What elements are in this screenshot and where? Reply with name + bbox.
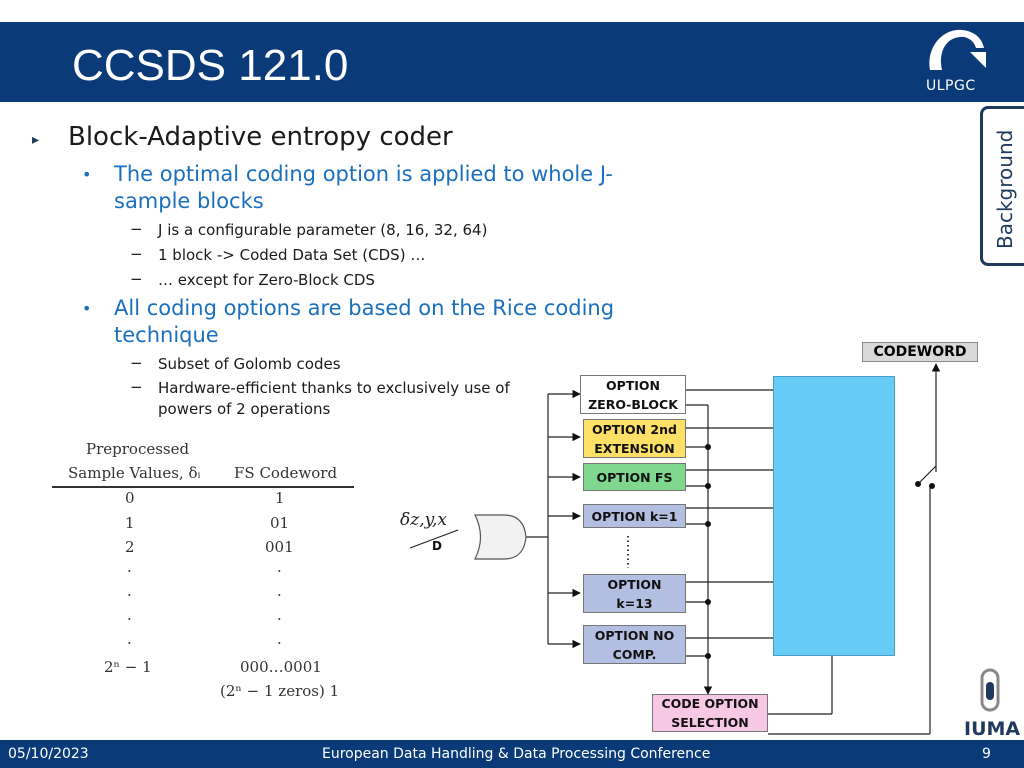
sub-bullet-marker: − — [130, 245, 143, 263]
table-cell: 0 — [125, 489, 135, 507]
sub-bullet-text: 1 block -> Coded Data Set (CDS) … — [158, 246, 426, 264]
sub-bullet-text: … except for Zero-Block CDS — [158, 271, 375, 289]
table-cell: 001 — [265, 538, 294, 556]
iuma-logo-text: IUMA — [964, 718, 1021, 740]
sub-bullet-text: powers of 2 operations — [158, 400, 331, 418]
codeword-output-label: CODEWORD — [862, 342, 978, 362]
option-box-zero-block: OPTION ZERO-BLOCK — [580, 375, 686, 414]
selection-label: CODE OPTION — [661, 696, 759, 711]
sub-bullet-text: Subset of Golomb codes — [158, 355, 341, 373]
level1-bullet-marker: ▸ — [32, 132, 40, 148]
table-cell: . — [127, 582, 132, 600]
option-label: OPTION — [607, 576, 662, 592]
table-cell: . — [277, 630, 282, 648]
bullet-marker: • — [82, 165, 92, 184]
bullet-line: The optimal coding option is applied to … — [114, 162, 613, 186]
option-label: OPTION FS — [596, 469, 673, 485]
table-column-header: FS Codeword — [234, 464, 338, 482]
footer-conference: European Data Handling & Data Processing… — [322, 746, 711, 762]
option-label: ZERO-BLOCK — [588, 396, 678, 412]
sub-bullet-text: J is a configurable parameter (8, 16, 32… — [158, 221, 488, 239]
table-cell-note: (2ⁿ − 1 zeros) 1 — [220, 682, 340, 700]
multiplexer-block — [773, 376, 895, 656]
table-cell: . — [277, 606, 282, 624]
table-cell: . — [127, 558, 132, 576]
table-column-header: Sample Values, δᵢ — [68, 464, 201, 482]
table-cell: . — [127, 630, 132, 648]
option-label: OPTION 2nd — [592, 421, 677, 437]
option-label: EXTENSION — [594, 440, 675, 456]
option-label: k=13 — [616, 595, 653, 611]
selection-label: SELECTION — [671, 715, 749, 730]
option-box-k1: OPTION k=1 — [583, 504, 686, 528]
input-symbol: δz,y,x — [400, 510, 447, 530]
table-cell: 000…0001 — [240, 658, 322, 676]
table-cell: 01 — [270, 514, 290, 532]
bullet-line: technique — [114, 323, 219, 347]
sub-bullet-text: Hardware-efficient thanks to exclusively… — [158, 379, 510, 397]
level1-bullet-text: Block-Adaptive entropy coder — [68, 122, 453, 152]
option-box-fs: OPTION FS — [583, 463, 686, 491]
table-cell: 2ⁿ − 1 — [104, 658, 152, 676]
option-label: OPTION NO — [594, 627, 675, 643]
input-bus-width: D — [432, 539, 442, 553]
option-box-no-comp: OPTION NO COMP. — [583, 625, 686, 664]
bullet-line: sample blocks — [114, 189, 264, 213]
title-bar — [0, 22, 1024, 102]
table-rule — [52, 486, 354, 488]
section-tab-label: Background — [993, 129, 1017, 249]
bullet-line: All coding options are based on the Rice… — [114, 296, 615, 320]
section-tab-background[interactable]: Background — [980, 106, 1024, 266]
iuma-logo: IUMA — [964, 668, 1024, 740]
page-number: 9 — [982, 746, 991, 762]
code-option-selection-box: CODE OPTION SELECTION — [652, 694, 768, 732]
footer-bar: 05/10/2023 European Data Handling & Data… — [0, 740, 1024, 768]
sub-bullet-marker: − — [130, 220, 143, 238]
input-register-shape — [474, 514, 527, 560]
option-box-k13: OPTION k=13 — [583, 574, 686, 613]
slide-title: CCSDS 121.0 — [72, 41, 349, 90]
table-cell: 1 — [275, 489, 285, 507]
table-cell: . — [277, 558, 282, 576]
sub-bullet-marker: − — [130, 270, 143, 288]
sub-bullet-marker: − — [130, 354, 143, 372]
option-label: COMP. — [612, 646, 657, 662]
sub-bullet-marker: − — [130, 378, 143, 396]
table-cell: . — [127, 606, 132, 624]
footer-date: 05/10/2023 — [8, 746, 89, 762]
table-cell: . — [277, 582, 282, 600]
iuma-emblem-icon — [980, 668, 1000, 712]
ulpgc-logo-text: ULPGC — [926, 78, 976, 94]
option-label: OPTION k=1 — [591, 508, 678, 524]
table-cell: 2 — [125, 538, 135, 556]
bullet-marker: • — [82, 299, 92, 318]
ulpgc-emblem-icon — [929, 29, 986, 70]
table-cell: 1 — [125, 514, 135, 532]
ulpgc-logo: ULPGC — [916, 22, 996, 100]
option-label: OPTION — [605, 377, 661, 393]
table-header: Preprocessed — [86, 440, 190, 458]
